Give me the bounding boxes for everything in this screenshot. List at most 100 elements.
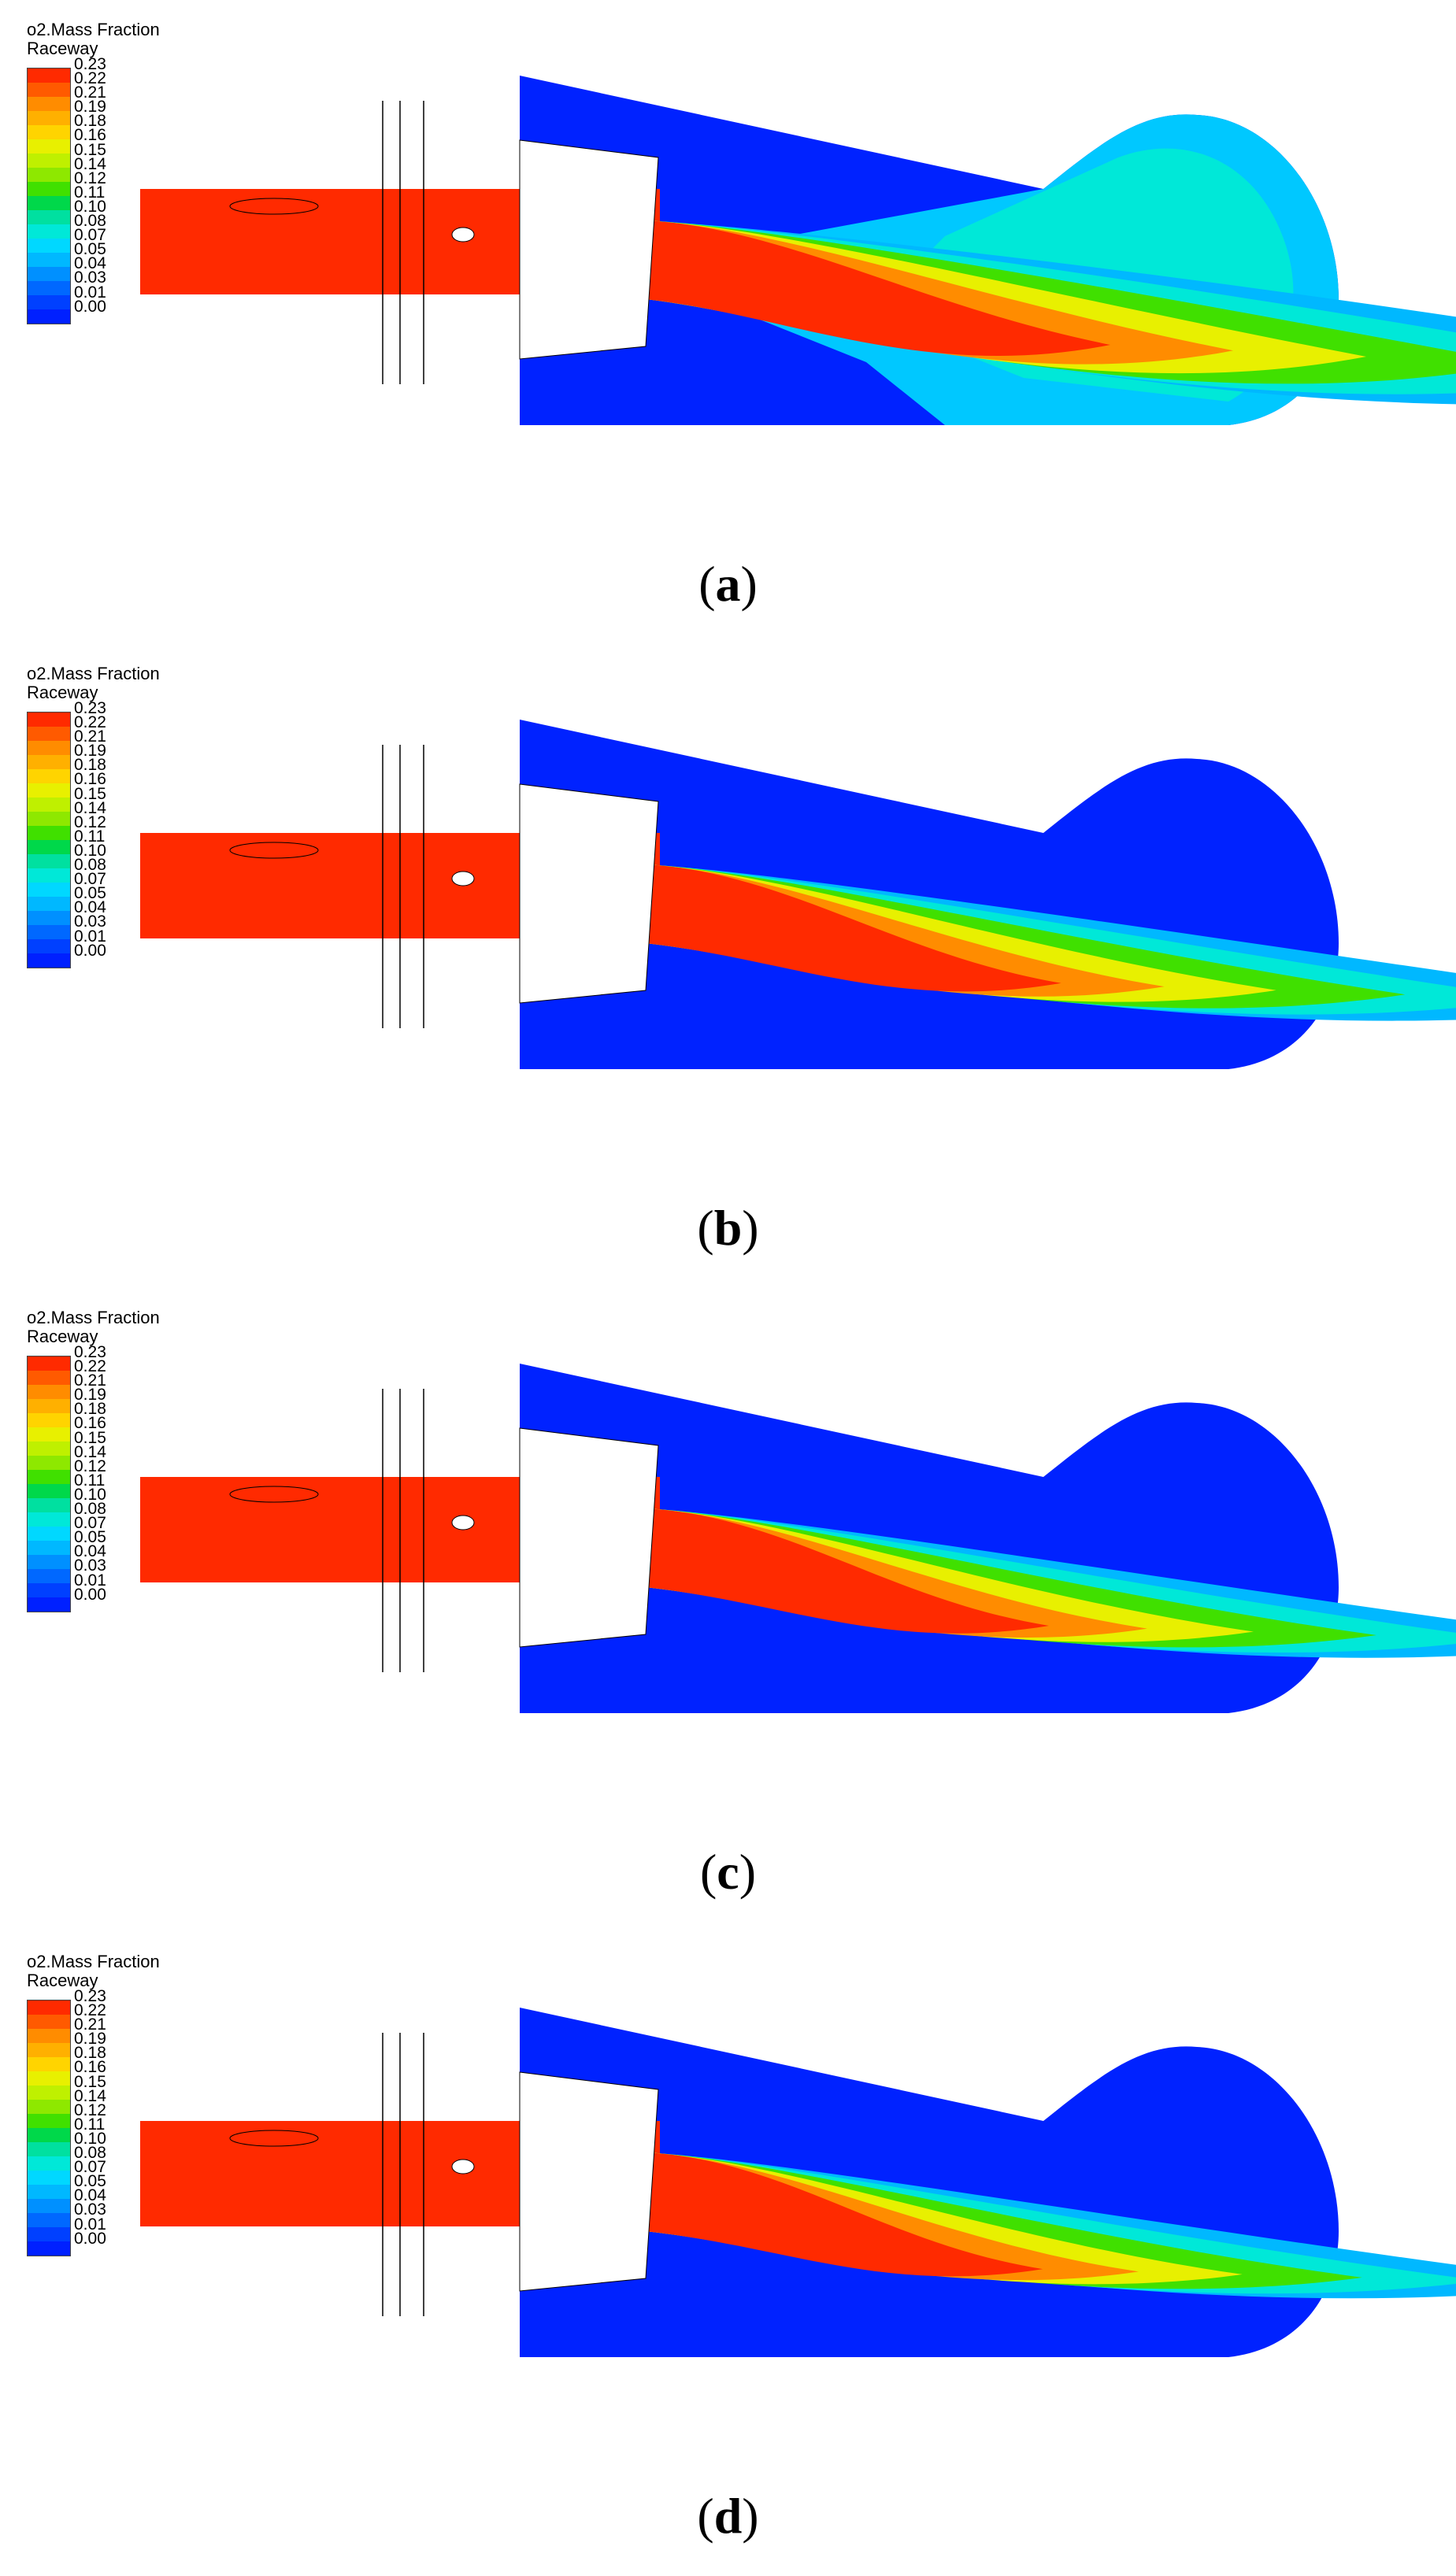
legend-label: 0.18 — [74, 756, 106, 775]
legend-swatch — [28, 196, 70, 210]
legend-label: 0.10 — [74, 841, 106, 860]
legend-swatch — [28, 210, 70, 224]
lance-tip — [451, 227, 475, 242]
legend-label: 0.21 — [74, 2015, 106, 2034]
legend-label: 0.22 — [74, 69, 106, 88]
lance-tip — [451, 2159, 475, 2174]
legend-swatch — [28, 2156, 70, 2171]
legend-label: 0.19 — [74, 742, 106, 761]
legend-label: 0.10 — [74, 1485, 106, 1504]
legend-label: 0.07 — [74, 1514, 106, 1533]
legend-swatch — [28, 125, 70, 139]
legend-label: 0.11 — [74, 1471, 106, 1490]
legend-swatch — [28, 1442, 70, 1456]
panel-caption: (c) — [699, 1844, 757, 1900]
legend-label: 0.19 — [74, 98, 106, 117]
legend-label: 0.22 — [74, 713, 106, 732]
legend-swatch — [28, 2086, 70, 2100]
legend-label: 0.01 — [74, 1571, 106, 1590]
legend-swatch — [28, 1541, 70, 1555]
legend-label: 0.15 — [74, 1428, 106, 1447]
legend-label: 0.12 — [74, 1456, 106, 1475]
legend-subtitle: Raceway — [27, 1971, 98, 1990]
legend-swatch — [28, 68, 70, 83]
legend-swatch — [28, 2142, 70, 2156]
legend-colorbar — [27, 712, 71, 968]
legend-swatch — [28, 812, 70, 826]
legend-swatch — [28, 2100, 70, 2114]
legend-title: o2.Mass Fraction — [27, 20, 160, 39]
legend-swatch — [28, 1527, 70, 1541]
legend-label: 0.04 — [74, 1542, 106, 1561]
legend-swatch — [28, 2029, 70, 2043]
legend-swatch — [28, 1484, 70, 1498]
legend-swatch — [28, 309, 70, 324]
legend-label: 0.14 — [74, 798, 106, 817]
legend-label: 0.14 — [74, 2086, 106, 2105]
o2-plume-contour — [646, 864, 1061, 992]
legend-swatch — [28, 755, 70, 769]
legend-label: 0.07 — [74, 2158, 106, 2177]
tuyere-opening — [229, 198, 319, 215]
legend-subtitle: Raceway — [27, 39, 98, 58]
legend-label: 0.14 — [74, 154, 106, 173]
legend-label: 0.19 — [74, 1386, 106, 1405]
legend-swatch — [28, 883, 70, 897]
legend-swatch — [28, 253, 70, 267]
legend-swatch — [28, 798, 70, 812]
legend-label: 0.23 — [74, 699, 106, 717]
contour-plot — [140, 720, 1456, 1069]
legend-label: 0.00 — [74, 1585, 106, 1604]
legend-swatch — [28, 2185, 70, 2199]
legend-swatch — [28, 911, 70, 925]
legend-label: 0.23 — [74, 55, 106, 73]
legend-label: 0.23 — [74, 1987, 106, 2005]
legend-swatch — [28, 769, 70, 783]
legend-label: 0.11 — [74, 183, 106, 202]
legend-label: 0.14 — [74, 1442, 106, 1461]
legend-label: 0.19 — [74, 2030, 106, 2049]
legend-label: 0.18 — [74, 1400, 106, 1419]
legend-label: 0.05 — [74, 884, 106, 903]
legend-swatch — [28, 840, 70, 854]
legend-label: 0.22 — [74, 2001, 106, 2020]
legend-swatch — [28, 154, 70, 168]
coke-bed-region — [519, 1427, 659, 1648]
legend-label: 0.18 — [74, 2044, 106, 2063]
legend-title: o2.Mass Fraction — [27, 1952, 160, 1971]
legend-colorbar — [27, 1356, 71, 1612]
legend-swatch — [28, 1555, 70, 1569]
legend-swatch — [28, 826, 70, 840]
legend-swatch — [28, 83, 70, 97]
legend-swatch — [28, 2199, 70, 2213]
legend-label: 0.03 — [74, 912, 106, 931]
legend-label: 0.08 — [74, 2144, 106, 2163]
tuyere-opening — [229, 2130, 319, 2147]
legend-label: 0.12 — [74, 168, 106, 187]
legend-label: 0.21 — [74, 1371, 106, 1390]
legend-swatch — [28, 1399, 70, 1413]
legend-swatch — [28, 1597, 70, 1612]
legend-label: 0.05 — [74, 2172, 106, 2191]
legend-label: 0.04 — [74, 2186, 106, 2205]
lance-tip — [451, 1515, 475, 1530]
legend-swatch — [28, 224, 70, 239]
legend-label: 0.16 — [74, 2058, 106, 2077]
legend-subtitle: Raceway — [27, 1327, 98, 1346]
legend-label: 0.07 — [74, 870, 106, 889]
contour-plot — [140, 1364, 1456, 1713]
tuyere-opening — [229, 1486, 319, 1503]
legend-colorbar — [27, 2000, 71, 2256]
legend-swatch — [28, 897, 70, 911]
contour-plot — [140, 2008, 1456, 2357]
legend-swatch — [28, 1371, 70, 1385]
legend-swatch — [28, 953, 70, 968]
legend-label: 0.00 — [74, 297, 106, 316]
legend-label: 0.08 — [74, 1500, 106, 1519]
legend-swatch — [28, 1456, 70, 1470]
legend-swatch — [28, 939, 70, 953]
